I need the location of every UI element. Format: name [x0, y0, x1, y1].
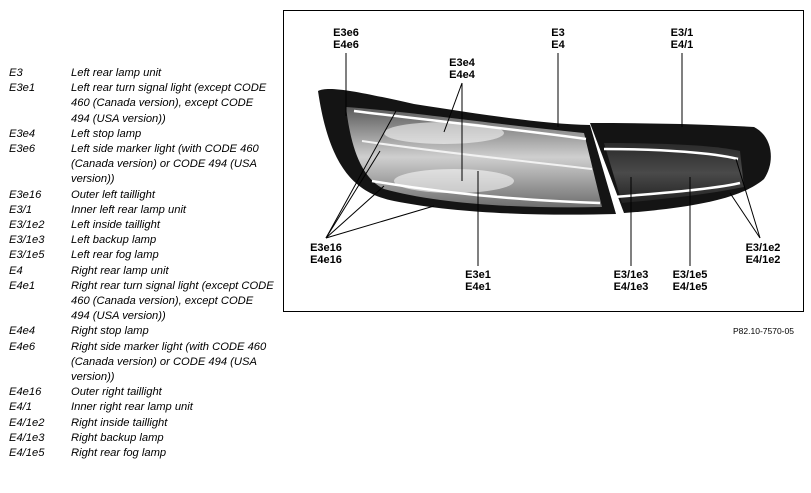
legend-list: E3 Left rear lamp unit E3e1 Left rear turn… — [9, 66, 274, 461]
legend-row: E3e16 Outer left taillight — [9, 188, 274, 203]
legend-desc: Left rear fog lamp — [71, 249, 159, 262]
legend-row: E3/1e5 Left rear fog lamp — [9, 248, 274, 263]
legend-desc: Left backup lamp — [71, 234, 157, 247]
callout-label: E4/1e3 — [613, 281, 649, 293]
leader-e16 — [325, 205, 435, 239]
legend-desc: Inner left rear lamp unit — [71, 203, 187, 216]
legend-desc: Outer right taillight — [71, 386, 162, 399]
left-light-strip-middle — [361, 140, 593, 170]
legend-code: E4/1e5 — [9, 447, 45, 460]
callout-label: E3 — [551, 27, 565, 39]
callout-label: E3e1 — [465, 269, 491, 281]
callout-label: E3e16 — [310, 242, 342, 254]
figure-reference-number: P82.10-7570-05 — [733, 326, 794, 336]
legend-code: E4e1 — [9, 279, 36, 292]
legend-desc: Right stop lamp — [71, 325, 149, 338]
legend-row: E3/1e3 Left backup lamp — [9, 233, 274, 248]
legend-row: E3/1e2 Left inside taillight — [9, 218, 274, 233]
leader-e16 — [325, 185, 385, 239]
legend-row: E4e16 Outer right taillight — [9, 385, 274, 400]
callout-e1: E3e1 E4e1 — [456, 269, 500, 293]
legend-code: E3e1 — [9, 82, 36, 95]
legend-row: E4/1 Inner right rear lamp unit — [9, 400, 274, 415]
callout-label: E4e4 — [449, 69, 475, 81]
legend-code: E4e6 — [9, 340, 36, 353]
callout-label: E3/1e3 — [613, 269, 649, 281]
legend-desc: Right rear lamp unit — [71, 264, 169, 277]
legend-row: E3e4 Left stop lamp — [9, 127, 274, 142]
legend-code: E4 — [9, 264, 23, 277]
right-light-strip-upper — [603, 147, 739, 161]
legend-row: E4/1e3 Right backup lamp — [9, 431, 274, 446]
callout-e6: E3e6 E4e6 — [324, 27, 368, 51]
legend-code: E3/1e3 — [9, 234, 45, 247]
legend-row: E3 Left rear lamp unit — [9, 66, 274, 81]
callout-e2: E3/1e2 E4/1e2 — [736, 242, 790, 266]
legend-desc: Left inside taillight — [71, 219, 160, 232]
callout-e4: E3e4 E4e4 — [440, 57, 484, 81]
legend-code: E4e16 — [9, 386, 42, 399]
legend-code: E3e4 — [9, 127, 36, 140]
legend-desc: Inner right rear lamp unit — [71, 401, 193, 414]
leader-e16 — [325, 150, 381, 239]
callout-inner: E3/1 E4/1 — [660, 27, 704, 51]
legend-code: E3e6 — [9, 143, 36, 156]
callout-e16: E3e16 E4e16 — [300, 242, 352, 266]
callout-label: E4e6 — [333, 39, 359, 51]
legend-desc: Outer left taillight — [71, 188, 155, 201]
callout-e5: E3/1e5 E4/1e5 — [664, 269, 716, 293]
callout-label: E3/1e5 — [672, 269, 708, 281]
callout-e3: E3/1e3 E4/1e3 — [605, 269, 657, 293]
left-lamp-reflector — [394, 169, 514, 193]
legend-desc: Right rear fog lamp — [71, 447, 167, 460]
legend-desc: Right backup lamp — [71, 431, 164, 444]
legend-code: E4/1 — [9, 401, 33, 414]
legend-desc: Left rear turn signal light (except CODE… — [71, 82, 267, 125]
legend-row: E4/1e5 Right rear fog lamp — [9, 446, 274, 461]
callout-label: E4e16 — [310, 254, 342, 266]
leader-e4 — [443, 82, 463, 133]
legend-code: E3 — [9, 67, 23, 79]
legend-code: E4e4 — [9, 325, 36, 338]
callout-label: E3/1 — [670, 27, 694, 39]
callout-label: E4/1e2 — [745, 254, 781, 266]
legend-row: E3e1 Left rear turn signal light (except … — [9, 81, 274, 127]
left-lamp-reflector — [384, 122, 504, 144]
legend-desc: Right rear turn signal light (except COD… — [71, 279, 274, 323]
legend-desc: Left rear lamp unit — [71, 67, 162, 79]
leader-e2 — [735, 158, 761, 239]
legend-row: E4e4 Right stop lamp — [9, 324, 274, 339]
callout-label: E3/1e2 — [745, 242, 781, 254]
callout-label: E4/1e5 — [672, 281, 708, 293]
callout-main: E3 E4 — [538, 27, 578, 51]
legend-code: E3/1e2 — [9, 219, 45, 232]
callout-label: E4/1 — [670, 39, 694, 51]
legend-code: E4/1e2 — [9, 416, 45, 429]
legend-code: E3/1 — [9, 203, 33, 216]
legend-row: E4e1 Right rear turn signal light (except… — [9, 279, 274, 325]
legend-row: E4e6 Right side marker light (with CODE 4… — [9, 340, 274, 386]
legend-code: E4/1e3 — [9, 431, 45, 444]
legend-row: E3e6 Left side marker light (with CODE 46… — [9, 142, 274, 188]
tail-lamp-illustration — [318, 53, 771, 266]
callout-label: E3e4 — [449, 57, 475, 69]
legend-row: E4 Right rear lamp unit — [9, 264, 274, 279]
leader-e2 — [729, 192, 761, 239]
legend-desc: Right side marker light (with CODE 460 (… — [71, 340, 267, 384]
legend-desc: Left stop lamp — [71, 127, 142, 140]
legend-row: E4/1e2 Right inside taillight — [9, 416, 274, 431]
callout-label: E4 — [551, 39, 565, 51]
tail-lamp-figure: E3e6 E4e6 E3 E4 E3/1 E4/1 E3e4 E4e4 E3e1… — [283, 10, 804, 312]
callout-label: E3e6 — [333, 27, 359, 39]
callout-label: E4e1 — [465, 281, 491, 293]
leader-e16 — [325, 110, 397, 239]
legend-code: E3/1e5 — [9, 249, 45, 262]
legend-desc: Right inside taillight — [71, 416, 168, 429]
legend-row: E3/1 Inner left rear lamp unit — [9, 203, 274, 218]
legend-code: E3e16 — [9, 188, 42, 201]
legend-desc: Left side marker light (with CODE 460 (C… — [71, 143, 259, 186]
